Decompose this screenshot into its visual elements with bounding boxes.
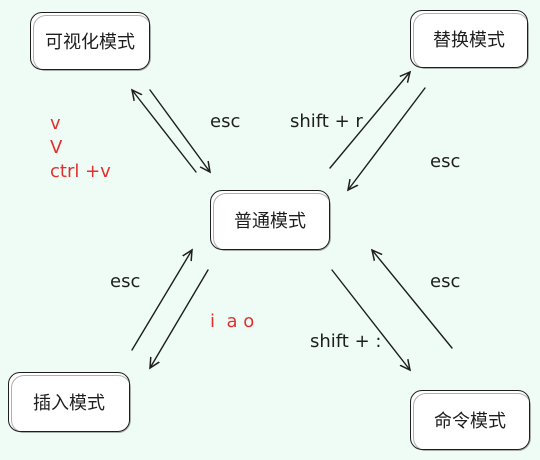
node-replace-mode: 替换模式 bbox=[410, 10, 529, 69]
node-insert-mode: 插入模式 bbox=[8, 372, 131, 433]
arrow-normal-to-visual bbox=[132, 90, 197, 173]
node-normal-label: 普通模式 bbox=[234, 211, 306, 232]
command-key-label: shift + : bbox=[310, 331, 382, 352]
arrow-insert-to-normal bbox=[131, 250, 192, 351]
visual-key-v: v bbox=[50, 113, 61, 134]
visual-keys-label: v V ctrl +v bbox=[50, 112, 111, 184]
arrow-replace-to-normal bbox=[348, 87, 426, 190]
visual-esc-label: esc bbox=[210, 111, 241, 132]
arrow-command-to-normal bbox=[372, 250, 453, 349]
replace-key-label: shift + r bbox=[290, 111, 363, 132]
visual-key-ctrl-v: ctrl +v bbox=[50, 161, 111, 182]
visual-key-shift-v: V bbox=[50, 137, 63, 158]
command-esc-label: esc bbox=[430, 271, 461, 292]
node-command-mode: 命令模式 bbox=[410, 390, 531, 451]
node-normal-mode: 普通模式 bbox=[210, 190, 331, 251]
replace-esc-label: esc bbox=[430, 151, 461, 172]
node-visual-mode: 可视化模式 bbox=[30, 12, 151, 71]
node-replace-label: 替换模式 bbox=[433, 30, 505, 51]
insert-keys-label: i a o bbox=[210, 311, 255, 332]
arrow-normal-to-replace bbox=[329, 72, 410, 169]
node-insert-label: 插入模式 bbox=[33, 393, 105, 414]
arrow-normal-to-insert bbox=[150, 269, 209, 368]
node-command-label: 命令模式 bbox=[434, 411, 506, 432]
arrow-visual-to-normal bbox=[149, 89, 210, 172]
insert-esc-label: esc bbox=[110, 271, 141, 292]
node-visual-label: 可视化模式 bbox=[45, 32, 135, 53]
arrow-normal-to-command bbox=[331, 269, 410, 370]
